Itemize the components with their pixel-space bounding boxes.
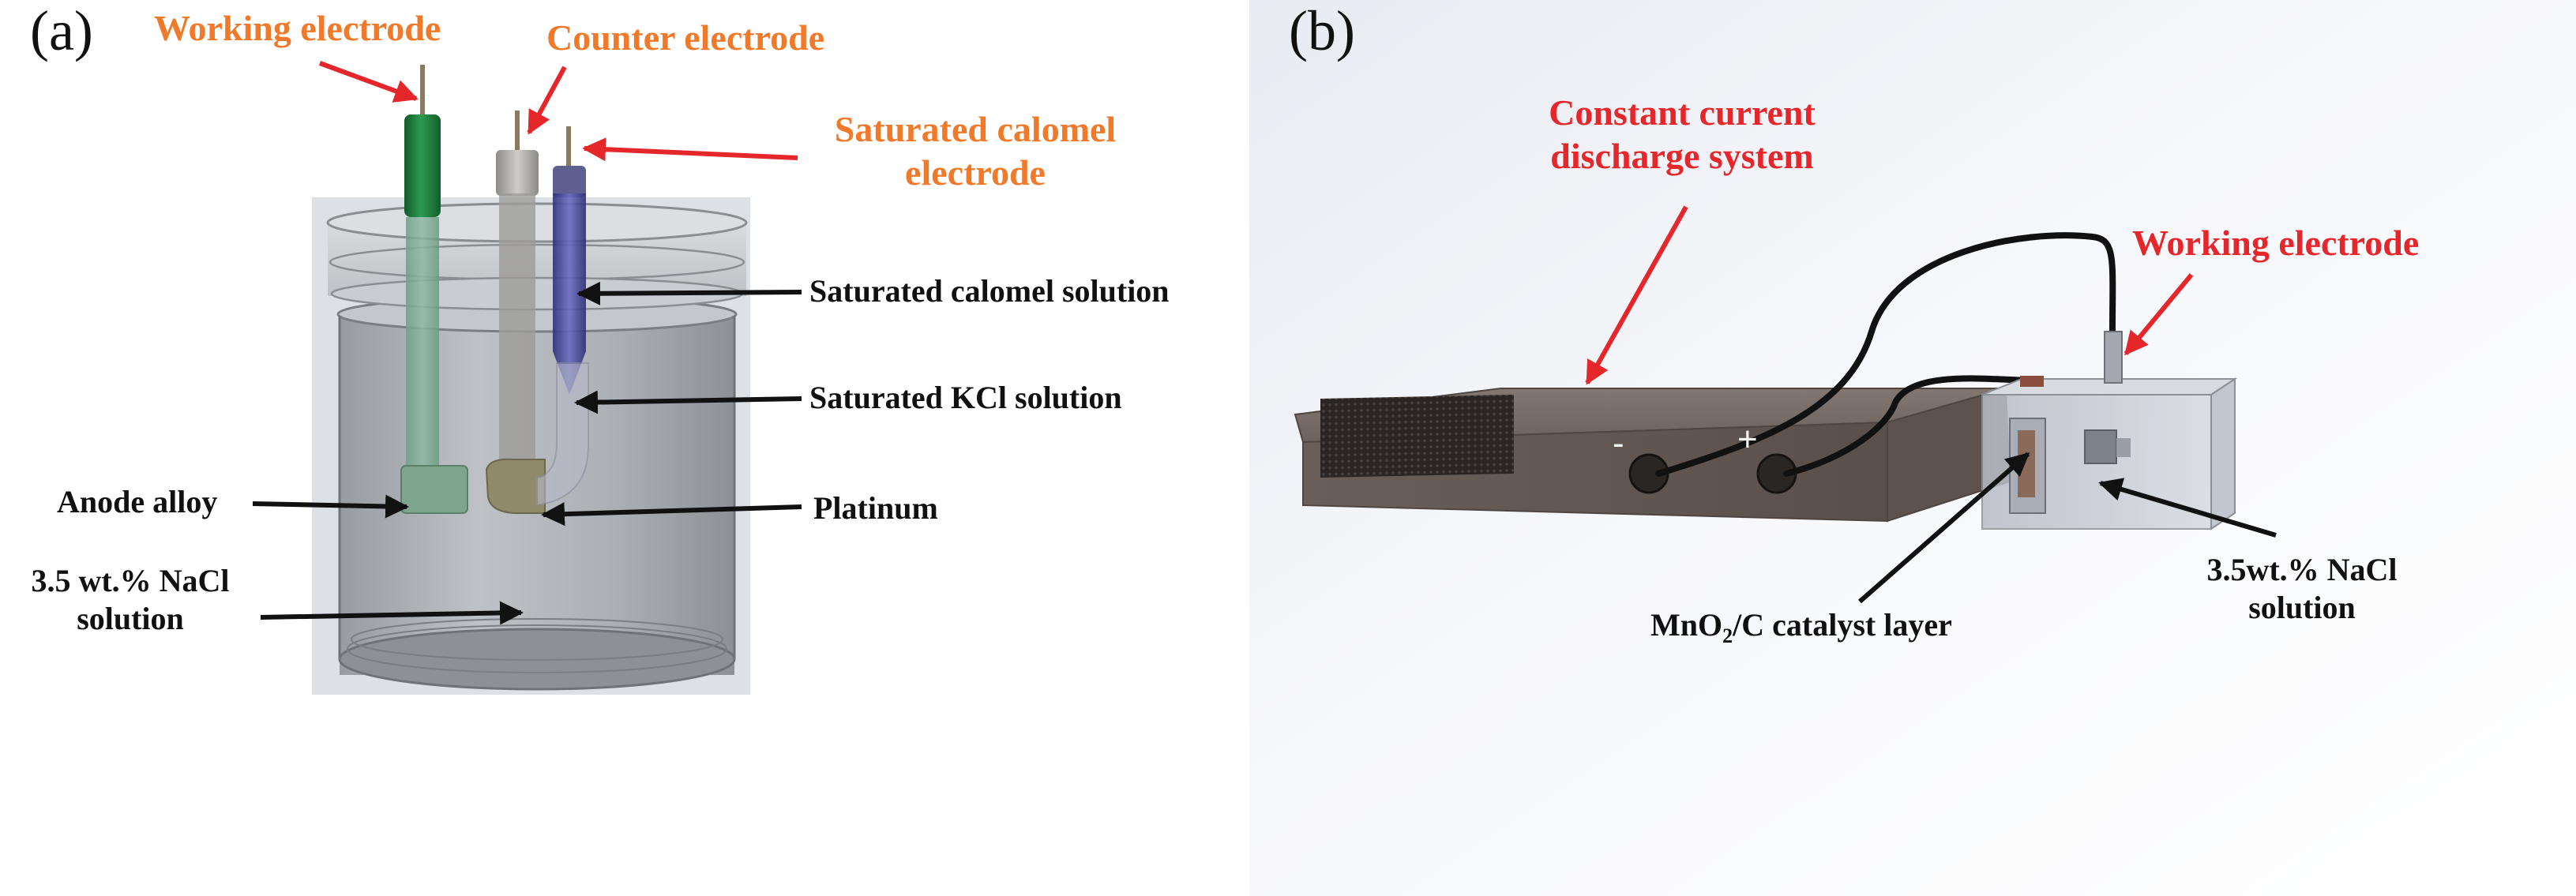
sce-cap bbox=[553, 166, 586, 197]
label-platinum: Platinum bbox=[813, 490, 938, 526]
arrow-discharge-system bbox=[1585, 205, 1688, 385]
label-counter-electrode: Counter electrode bbox=[546, 17, 825, 58]
arrow-sce bbox=[582, 137, 798, 162]
minus-sign: - bbox=[1613, 424, 1624, 463]
panel-a-tag: (a) bbox=[30, 0, 93, 62]
arrow-platinum bbox=[541, 502, 802, 527]
label-nacl-a-line1: 3.5 wt.% NaCl bbox=[31, 563, 230, 598]
label-discharge-line2: discharge system bbox=[1550, 136, 1814, 177]
label-working-electrode-b: Working electrode bbox=[2132, 223, 2420, 263]
cable-working-electrode bbox=[1655, 232, 2116, 477]
label-working-electrode-a: Working electrode bbox=[154, 8, 441, 48]
arrow-counter-electrode bbox=[527, 66, 567, 135]
arrow-saturated-kcl-solution bbox=[574, 390, 802, 414]
label-catalyst-suffix: /C catalyst layer bbox=[1733, 607, 1952, 643]
catalyst-tab bbox=[2020, 376, 2044, 387]
label-discharge-line1: Constant current bbox=[1549, 92, 1816, 133]
label-catalyst-prefix: MnO bbox=[1650, 607, 1723, 643]
arrow-saturated-calomel-solution bbox=[576, 281, 802, 306]
working-electrode-top bbox=[404, 114, 441, 217]
working-electrode-rod bbox=[406, 217, 439, 478]
label-nacl-solution-b: 3.5wt.% NaCl solution bbox=[2168, 551, 2436, 627]
label-saturated-calomel-electrode: Saturated calomel electrode bbox=[802, 107, 1149, 194]
label-catalyst-subscript: 2 bbox=[1722, 624, 1733, 647]
electrochemical-cell bbox=[312, 65, 750, 695]
plus-sign: + bbox=[1737, 420, 1758, 459]
label-nacl-b-line1: 3.5wt.% NaCl bbox=[2206, 552, 2398, 587]
arrow-anode-alloy bbox=[252, 494, 409, 519]
label-nacl-a-line2: solution bbox=[77, 601, 184, 636]
discharge-system bbox=[1294, 387, 2011, 523]
arrow-catalyst-layer bbox=[1858, 452, 2030, 604]
cell-working-electrode bbox=[2104, 331, 2123, 384]
panel-b-tag: (b) bbox=[1289, 0, 1355, 62]
label-nacl-solution-a: 3.5 wt.% NaCl solution bbox=[0, 562, 261, 638]
label-anode-alloy: Anode alloy bbox=[57, 484, 218, 519]
label-sce-line1: Saturated calomel bbox=[834, 109, 1117, 149]
cable-catalyst bbox=[1783, 375, 2033, 477]
label-nacl-b-line2: solution bbox=[2248, 590, 2356, 625]
label-sce-line2: electrode bbox=[905, 152, 1046, 193]
anode-holder bbox=[2084, 429, 2117, 464]
label-constant-current-discharge-system: Constant current discharge system bbox=[1493, 91, 1872, 178]
counter-electrode-rod bbox=[499, 193, 535, 462]
anode-alloy-sample bbox=[400, 465, 468, 514]
platinum-sheet bbox=[485, 458, 546, 514]
arrow-nacl-solution-b bbox=[2098, 478, 2277, 538]
label-saturated-kcl-solution: Saturated KCl solution bbox=[809, 380, 1122, 415]
label-catalyst-layer: MnO2/C catalyst layer bbox=[1650, 606, 1952, 648]
counter-electrode-cap bbox=[496, 150, 539, 196]
arrow-working-electrode bbox=[318, 61, 419, 103]
arrow-working-electrode-b bbox=[2124, 273, 2194, 356]
label-saturated-calomel-solution: Saturated calomel solution bbox=[809, 273, 1170, 309]
device-vent-mesh bbox=[1320, 394, 1514, 478]
arrow-nacl-solution-a bbox=[260, 601, 524, 625]
sce-body bbox=[553, 193, 586, 395]
